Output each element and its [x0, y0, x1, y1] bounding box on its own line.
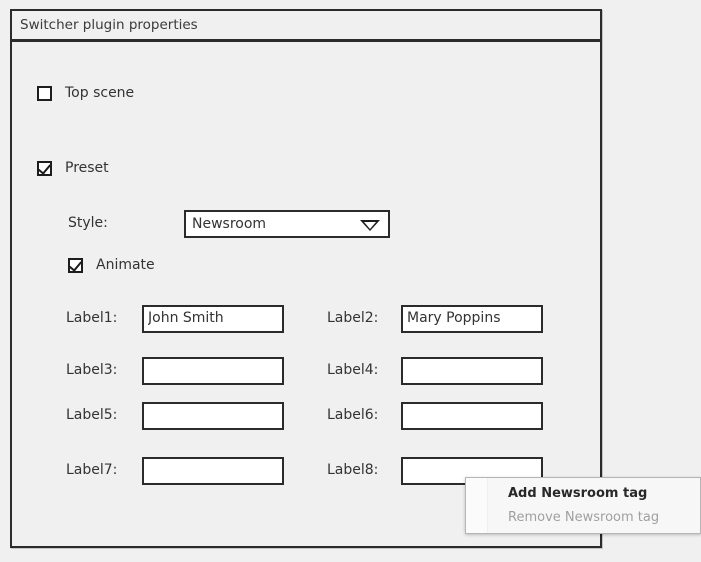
context-menu[interactable]: Add Newsroom tag Remove Newsroom tag	[465, 477, 701, 534]
label2-value: Mary Poppins	[407, 310, 501, 326]
animate-checkbox-row[interactable]: Animate	[68, 257, 155, 273]
label5-input[interactable]	[142, 402, 284, 430]
label3-field-group: Label3:	[66, 357, 286, 385]
label8-caption: Label8:	[327, 462, 379, 478]
style-selected-value: Newsroom	[192, 216, 267, 232]
label2-input[interactable]: Mary Poppins	[401, 305, 543, 333]
preset-checkbox-icon[interactable]	[37, 160, 52, 176]
label2-field-group: Label2: Mary Poppins	[327, 305, 547, 333]
label2-caption: Label2:	[327, 310, 379, 326]
dialog-titlebar: Switcher plugin properties	[12, 11, 600, 42]
label-row-4: Label7: Label8:	[12, 457, 600, 485]
label4-field-group: Label4:	[327, 357, 547, 385]
label1-caption: Label1:	[66, 310, 118, 326]
label1-value: John Smith	[148, 310, 224, 326]
label4-input[interactable]	[401, 357, 543, 385]
top-scene-label: Top scene	[65, 85, 135, 101]
preset-checkbox-row[interactable]: Preset	[37, 160, 109, 176]
label5-field-group: Label5:	[66, 402, 286, 430]
label6-field-group: Label6:	[327, 402, 547, 430]
preset-label: Preset	[65, 160, 109, 176]
menu-item-add-newsroom-tag[interactable]: Add Newsroom tag	[508, 486, 648, 501]
context-menu-gutter	[466, 478, 488, 533]
label3-caption: Label3:	[66, 362, 118, 378]
label6-caption: Label6:	[327, 407, 379, 423]
chevron-down-icon[interactable]	[360, 220, 380, 231]
label-row-2: Label3: Label4:	[12, 357, 600, 385]
label7-caption: Label7:	[66, 462, 118, 478]
switcher-plugin-properties-dialog: Switcher plugin properties Top scene Pre…	[10, 9, 602, 548]
label1-input[interactable]: John Smith	[142, 305, 284, 333]
menu-item-remove-newsroom-tag: Remove Newsroom tag	[508, 510, 660, 525]
label3-input[interactable]	[142, 357, 284, 385]
style-dropdown[interactable]: Newsroom	[184, 210, 390, 238]
animate-label: Animate	[96, 257, 155, 273]
label7-input[interactable]	[142, 457, 284, 485]
dialog-title: Switcher plugin properties	[20, 17, 198, 33]
label5-caption: Label5:	[66, 407, 118, 423]
label1-field-group: Label1: John Smith	[66, 305, 286, 333]
label4-caption: Label4:	[327, 362, 379, 378]
label-row-1: Label1: John Smith Label2: Mary Poppins	[12, 305, 600, 333]
label6-input[interactable]	[401, 402, 543, 430]
animate-checkbox-icon[interactable]	[68, 257, 83, 273]
label-row-3: Label5: Label6:	[12, 402, 600, 430]
dialog-body: Top scene Preset Style: Newsroom Animate…	[12, 45, 600, 546]
style-label: Style:	[68, 215, 108, 231]
top-scene-checkbox-icon[interactable]	[37, 85, 52, 101]
label7-field-group: Label7:	[66, 457, 286, 485]
top-scene-checkbox-row[interactable]: Top scene	[37, 85, 134, 101]
style-field-row: Style: Newsroom	[68, 210, 398, 238]
